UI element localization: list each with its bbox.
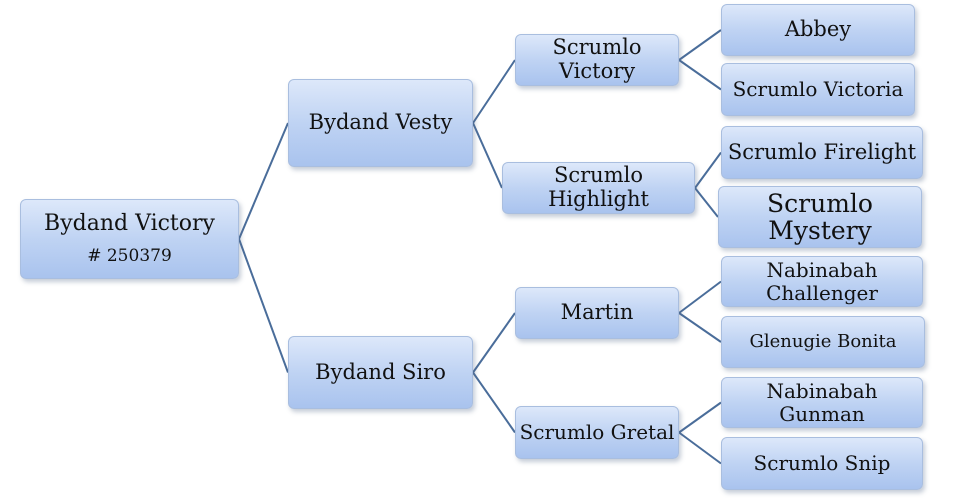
dam-dam-dam-name: Scrumlo Snip [753, 451, 891, 476]
subject-registration: # 250379 [87, 245, 172, 266]
node-dam-dam: Scrumlo Gretal [515, 406, 679, 459]
sire-dam-name: Scrumlo Highlight [548, 163, 649, 211]
dam-sire-name: Martin [560, 300, 634, 325]
connector-node-dam-to-node-dam-dam [472, 371, 516, 434]
node-dam-sire: Martin [515, 287, 679, 339]
node-sire-sire-dam: Scrumlo Victoria [721, 63, 915, 116]
connector-node-dam-sire-to-node-dam-sire-dam [678, 312, 722, 343]
connector-node-sire-sire-to-node-sire-sire-sire [678, 29, 722, 61]
node-sire-dam-sire: Scrumlo Firelight [721, 126, 923, 179]
node-sire-sire-sire: Abbey [721, 4, 915, 56]
connector-node-subject-to-node-dam [238, 238, 289, 373]
connector-node-sire-dam-to-node-sire-dam-sire [694, 151, 722, 189]
subject-name: Bydand Victory [44, 211, 215, 237]
node-sire: Bydand Vesty [288, 79, 473, 167]
sire-dam-sire-name: Scrumlo Firelight [727, 139, 917, 164]
connector-node-dam-to-node-dam-sire [472, 312, 516, 374]
node-sire-dam-dam: Scrumlo Mystery [718, 186, 922, 248]
connector-node-sire-sire-to-node-sire-sire-dam [678, 59, 722, 91]
connector-node-dam-sire-to-node-dam-sire-sire [678, 280, 722, 314]
sire-sire-dam-name: Scrumlo Victoria [732, 77, 904, 102]
dam-sire-dam-name: Glenugie Bonita [749, 330, 897, 352]
dam-sire-sire-name: Nabinabah Challenger [766, 258, 878, 305]
connector-node-dam-dam-to-node-dam-dam-dam [678, 431, 722, 465]
connector-node-subject-to-node-sire [238, 122, 289, 240]
connector-node-sire-to-node-sire-dam [472, 122, 503, 189]
node-dam: Bydand Siro [288, 336, 473, 409]
node-dam-sire-dam: Glenugie Bonita [721, 316, 925, 368]
sire-name: Bydand Vesty [308, 110, 453, 135]
sire-sire-sire-name: Abbey [784, 17, 852, 42]
node-subject: Bydand Victory # 250379 [20, 199, 239, 279]
dam-dam-name: Scrumlo Gretal [519, 420, 675, 445]
node-sire-dam: Scrumlo Highlight [502, 162, 695, 214]
dam-dam-sire-name: Nabinabah Gunman [766, 379, 878, 426]
node-dam-dam-dam: Scrumlo Snip [721, 437, 923, 490]
connector-node-dam-dam-to-node-dam-dam-sire [678, 401, 722, 434]
sire-sire-name: Scrumlo Victory [552, 35, 642, 83]
dam-name: Bydand Siro [315, 359, 446, 384]
connector-node-sire-to-node-sire-sire [472, 59, 516, 124]
connector-node-sire-dam-to-node-sire-dam-dam [694, 187, 719, 218]
node-sire-sire: Scrumlo Victory [515, 34, 679, 86]
node-dam-sire-sire: Nabinabah Challenger [721, 256, 923, 307]
sire-dam-dam-name: Scrumlo Mystery [767, 189, 873, 245]
node-dam-dam-sire: Nabinabah Gunman [721, 377, 923, 428]
